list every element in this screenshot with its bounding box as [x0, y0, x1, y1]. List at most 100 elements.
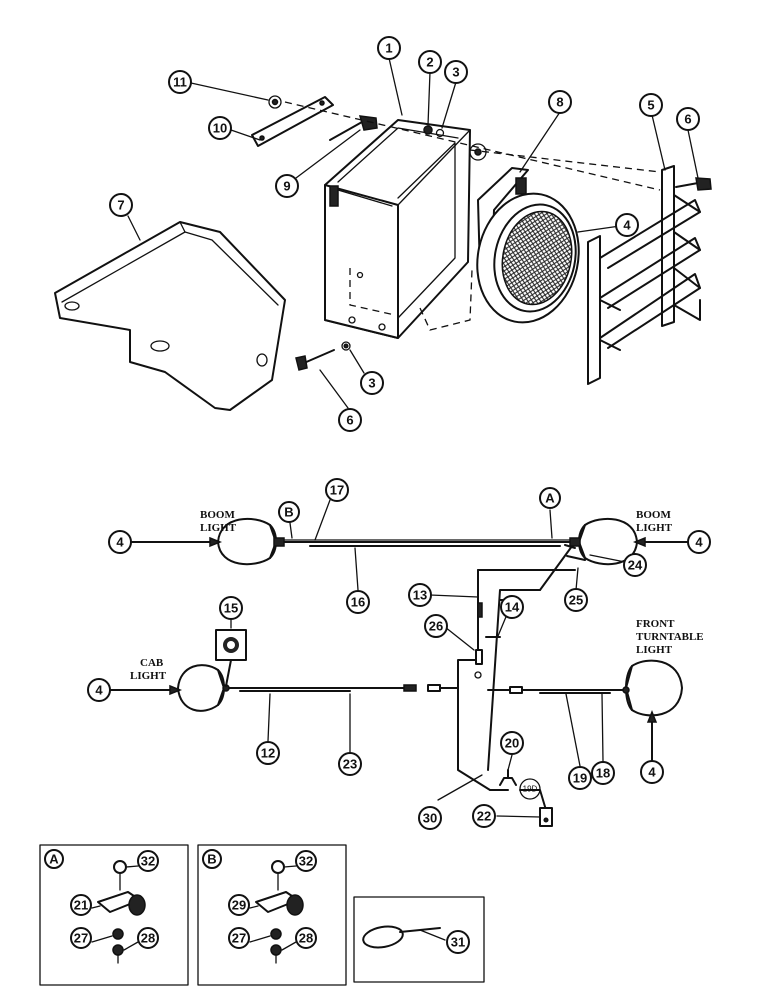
inset-a-callout-27: 27 — [70, 927, 92, 949]
svg-text:25: 25 — [569, 593, 583, 608]
svg-text:32: 32 — [299, 854, 313, 869]
callout-4-right: 4 — [687, 530, 711, 554]
svg-text:26: 26 — [429, 619, 443, 634]
callout-20: 20 — [500, 731, 524, 755]
assembly-line-lower — [469, 149, 661, 173]
svg-text:13: 13 — [413, 588, 427, 603]
inset-a-callout-21: 21 — [70, 894, 92, 916]
callout-6-bottom: 6 — [338, 408, 362, 432]
svg-text:3: 3 — [452, 65, 459, 80]
callout-16: 16 — [346, 590, 370, 614]
ref-a: A — [539, 487, 561, 509]
mounting-bracket — [54, 221, 286, 411]
svg-text:28: 28 — [141, 931, 155, 946]
svg-text:28: 28 — [299, 931, 313, 946]
svg-text:4: 4 — [95, 683, 103, 698]
svg-text:6: 6 — [684, 112, 691, 127]
cab-light-label-1: CAB — [140, 657, 164, 669]
svg-text:B: B — [207, 852, 216, 867]
svg-text:4: 4 — [648, 765, 656, 780]
boom-light-right-label-2: LIGHT — [636, 522, 673, 534]
wiring-harness — [224, 539, 626, 827]
svg-text:11: 11 — [173, 75, 187, 90]
callout-6-top: 6 — [676, 107, 700, 131]
front-turntable-label-3: LIGHT — [636, 644, 673, 656]
callout-15: 15 — [219, 596, 243, 620]
callout-30: 30 — [418, 806, 442, 830]
lamp-assembly — [476, 192, 580, 324]
callout-18: 18 — [591, 761, 615, 785]
boom-light-left-label-2: LIGHT — [200, 522, 237, 534]
callout-9: 9 — [275, 174, 299, 198]
callout-4-left: 4 — [108, 530, 132, 554]
callout-1: 1 — [377, 36, 401, 60]
strap-hardware — [251, 95, 378, 147]
lower-bolt — [295, 349, 335, 371]
callout-3-top: 3 — [444, 60, 468, 84]
svg-text:12: 12 — [261, 746, 275, 761]
cab-switch — [215, 629, 247, 687]
svg-text:31: 31 — [451, 935, 465, 950]
svg-text:9: 9 — [283, 179, 290, 194]
svg-text:16: 16 — [351, 595, 365, 610]
callout-8: 8 — [548, 90, 572, 114]
front-turntable-label-2: TURNTABLE — [636, 631, 704, 643]
callout-5: 5 — [639, 93, 663, 117]
front-turntable-light — [622, 659, 683, 717]
svg-text:4: 4 — [695, 535, 703, 550]
callout-23: 23 — [338, 752, 362, 776]
svg-text:30: 30 — [423, 811, 437, 826]
inset-b-callout-28: 28 — [295, 927, 317, 949]
inset-a-callout-32: 32 — [137, 850, 159, 872]
svg-text:2: 2 — [426, 55, 433, 70]
inset-a-label: A — [44, 849, 64, 869]
svg-text:21: 21 — [74, 898, 88, 913]
svg-text:14: 14 — [505, 600, 520, 615]
svg-text:4: 4 — [116, 535, 124, 550]
callout-17: 17 — [325, 478, 349, 502]
svg-text:6: 6 — [346, 413, 353, 428]
callout-11: 11 — [168, 70, 192, 94]
callout-26: 26 — [424, 614, 448, 638]
svg-text:B: B — [284, 505, 293, 520]
lamp-housing — [324, 119, 473, 339]
cable-tie-inset — [353, 896, 485, 983]
callout-4-cab: 4 — [87, 678, 111, 702]
callout-22: 22 — [472, 804, 496, 828]
svg-text:5: 5 — [647, 98, 654, 113]
callout-25: 25 — [564, 588, 588, 612]
callout-14: 14 — [500, 595, 524, 619]
cab-light-label-2: LIGHT — [130, 670, 167, 682]
svg-text:32: 32 — [141, 854, 155, 869]
callout-13: 13 — [408, 583, 432, 607]
svg-text:17: 17 — [330, 483, 344, 498]
inset-b-callout-27: 27 — [228, 927, 250, 949]
housing-fasteners — [341, 125, 445, 351]
wiring-leaders — [109, 499, 691, 818]
svg-text:24: 24 — [628, 558, 643, 573]
svg-text:4: 4 — [623, 218, 631, 233]
svg-text:27: 27 — [74, 931, 88, 946]
inset-a-callout-28: 28 — [137, 927, 159, 949]
boom-light-left-label-1: BOOM — [200, 509, 235, 521]
front-turntable-label-1: FRONT — [636, 618, 675, 630]
connector-tag: 19D — [523, 785, 538, 794]
callout-31: 31 — [446, 930, 470, 954]
callout-4-front: 4 — [640, 760, 664, 784]
svg-text:10: 10 — [213, 121, 227, 136]
svg-text:8: 8 — [556, 95, 563, 110]
inset-b-callout-29: 29 — [228, 894, 250, 916]
svg-text:29: 29 — [232, 898, 246, 913]
svg-text:23: 23 — [343, 757, 357, 772]
svg-text:19: 19 — [573, 771, 587, 786]
callout-12: 12 — [256, 741, 280, 765]
callout-2: 2 — [418, 50, 442, 74]
boom-light-right-label-1: BOOM — [636, 509, 671, 521]
callout-4-top: 4 — [615, 213, 639, 237]
svg-text:27: 27 — [232, 931, 246, 946]
svg-text:1: 1 — [385, 41, 392, 56]
inset-b-frame — [197, 844, 347, 986]
callout-3-bottom: 3 — [360, 371, 384, 395]
inset-a-frame — [39, 844, 189, 986]
